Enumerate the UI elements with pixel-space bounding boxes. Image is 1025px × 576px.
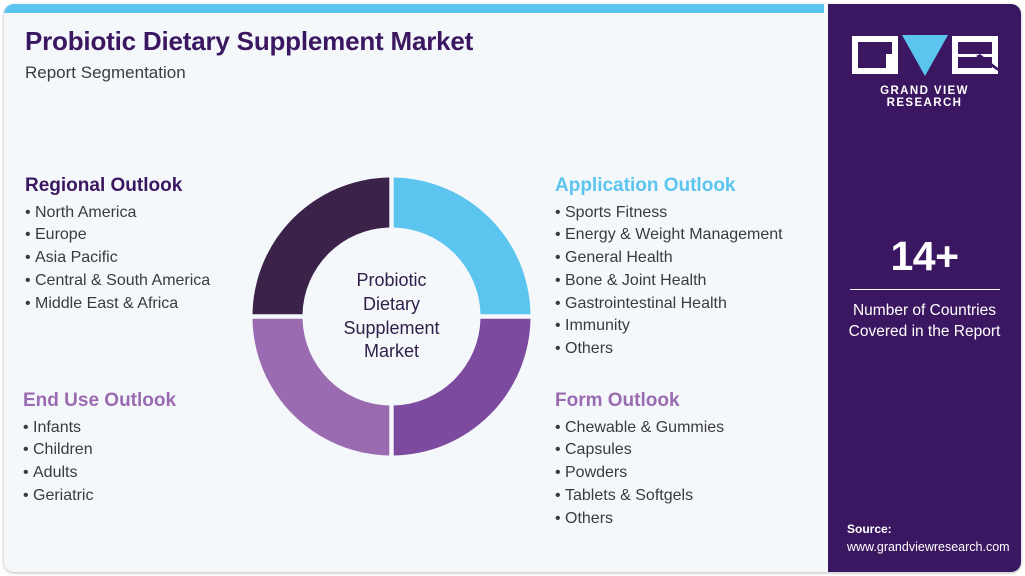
list-item: Bone & Joint Health (555, 270, 783, 293)
list-item: Middle East & Africa (25, 293, 210, 316)
application-outlook-block: Application Outlook Sports Fitness Energ… (555, 174, 783, 361)
list-item: Immunity (555, 315, 783, 338)
regional-outlook-list: North America Europe Asia Pacific Centra… (25, 202, 210, 316)
stat-caption-line: Covered in the Report (848, 323, 1001, 341)
list-item: Energy & Weight Management (555, 224, 783, 247)
stat-caption: Number of Countries Covered in the Repor… (828, 300, 1021, 342)
stat-value: 14+ (890, 233, 959, 279)
regional-outlook-title: Regional Outlook (25, 175, 183, 196)
list-item: Infants (23, 417, 176, 440)
list-item: Others (555, 508, 724, 531)
list-item: Chewable & Gummies (555, 417, 724, 440)
source-block: Source: www.grandviewresearch.com (847, 520, 1017, 556)
end-use-outlook-block: End Use Outlook Infants Children Adults … (23, 389, 176, 508)
list-item: General Health (555, 247, 783, 270)
list-item: Tablets & Softgels (555, 485, 724, 508)
source-label: Source: (847, 521, 892, 536)
list-item: Gastrointestinal Health (555, 293, 783, 316)
end-use-outlook-title: End Use Outlook (23, 390, 177, 411)
list-item: Adults (23, 462, 176, 485)
side-panel: GRAND VIEW RESEARCH 14+ Number of Countr… (828, 4, 1021, 572)
source-url[interactable]: www.grandviewresearch.com (847, 539, 1010, 554)
end-use-outlook-list: Infants Children Adults Geriatric (23, 417, 176, 508)
list-item: Capsules (555, 439, 724, 462)
page-title: Probiotic Dietary Supplement Market (25, 26, 474, 56)
list-item: Central & South America (25, 270, 210, 293)
logo-g-icon (851, 36, 898, 74)
list-item: Asia Pacific (25, 247, 210, 270)
donut-segment-regional (252, 177, 390, 315)
brand-logo: GRAND VIEW RESEARCH (851, 32, 999, 109)
form-outlook-list: Chewable & Gummies Capsules Powders Tabl… (555, 417, 724, 531)
countries-stat-block: 14+ Number of Countries Covered in the R… (828, 236, 1021, 342)
list-item: Sports Fitness (555, 202, 783, 225)
donut-segment-application (393, 177, 531, 315)
list-item: Others (555, 338, 783, 361)
report-card: Probiotic Dietary Supplement Market Repo… (4, 4, 1021, 572)
logo-v-icon (901, 35, 948, 76)
header: Probiotic Dietary Supplement Market Repo… (25, 26, 805, 84)
logo-marks (851, 32, 999, 78)
regional-outlook-block: Regional Outlook North America Europe As… (25, 174, 210, 315)
donut-segment-form (393, 318, 531, 456)
stat-divider (849, 289, 1000, 290)
list-item: Powders (555, 462, 724, 485)
application-outlook-title: Application Outlook (555, 175, 736, 196)
list-item: Europe (25, 224, 210, 247)
donut-chart-svg (252, 177, 531, 456)
form-outlook-block: Form Outlook Chewable & Gummies Capsules… (555, 389, 724, 530)
page-subtitle: Report Segmentation (25, 63, 186, 83)
application-outlook-list: Sports Fitness Energy & Weight Managemen… (555, 202, 783, 361)
stat-caption-line: Number of Countries (852, 302, 996, 319)
donut-chart: Probiotic Dietary Supplement Market (251, 176, 532, 457)
list-item: Geriatric (23, 485, 176, 508)
list-item: North America (25, 202, 210, 225)
list-item: Children (23, 439, 176, 462)
donut-segment-end-use (252, 318, 390, 456)
form-outlook-title: Form Outlook (555, 390, 680, 411)
logo-wordmark: GRAND VIEW RESEARCH (880, 85, 969, 109)
logo-r-icon (951, 36, 998, 74)
top-accent-bar (4, 4, 824, 13)
